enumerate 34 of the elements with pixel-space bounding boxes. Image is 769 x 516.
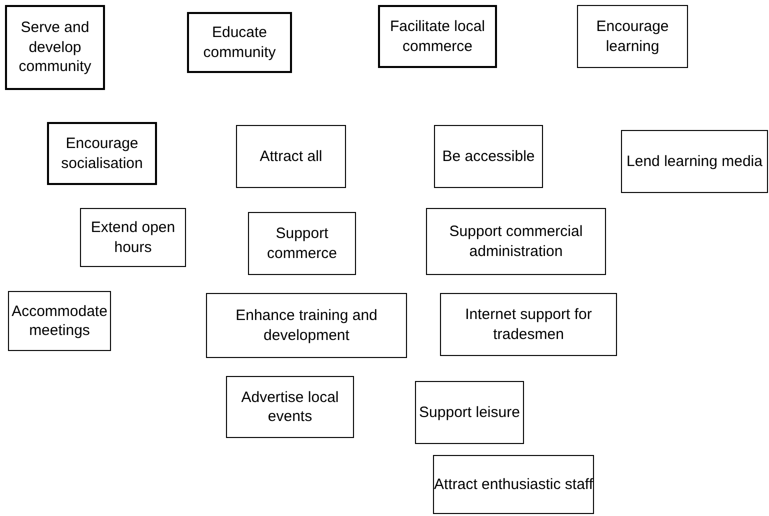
text-box [226, 376, 354, 438]
text-box [206, 293, 407, 358]
box-label: Facilitate local commerce [388, 17, 486, 56]
box-label: Advertise local events [240, 388, 340, 426]
box-label: Support commercial administration [448, 222, 584, 261]
text-box [187, 12, 292, 73]
text-box [5, 5, 105, 90]
text-box [434, 125, 543, 188]
box-label: Attract enthusiastic staff [434, 474, 593, 494]
box-label: Be accessible [442, 146, 535, 166]
box-label: Enhance training and development [234, 306, 378, 345]
box-label: Educate community [202, 23, 277, 62]
box-label: Support commerce [266, 224, 338, 263]
box-label: Accommodate meetings [10, 302, 108, 340]
box-label: Attract all [260, 146, 322, 166]
text-box [248, 212, 356, 275]
text-box [47, 122, 157, 185]
box-label: Encourage socialisation [60, 134, 144, 173]
box-label: Extend open hours [90, 218, 176, 257]
box-label: Support leisure [419, 402, 520, 422]
text-box [577, 5, 688, 68]
text-box [433, 455, 594, 514]
text-box [236, 125, 346, 188]
box-label: Internet support for tradesmen [464, 305, 593, 344]
box-label: Serve and develop community [18, 18, 92, 77]
box-label: Encourage learning [595, 17, 670, 56]
text-box [80, 208, 186, 267]
text-box [426, 208, 606, 275]
text-box [378, 5, 497, 68]
text-box [415, 381, 524, 444]
text-box [8, 291, 111, 351]
text-box [621, 130, 768, 193]
text-box [440, 293, 617, 356]
box-label: Lend learning media [626, 152, 762, 172]
